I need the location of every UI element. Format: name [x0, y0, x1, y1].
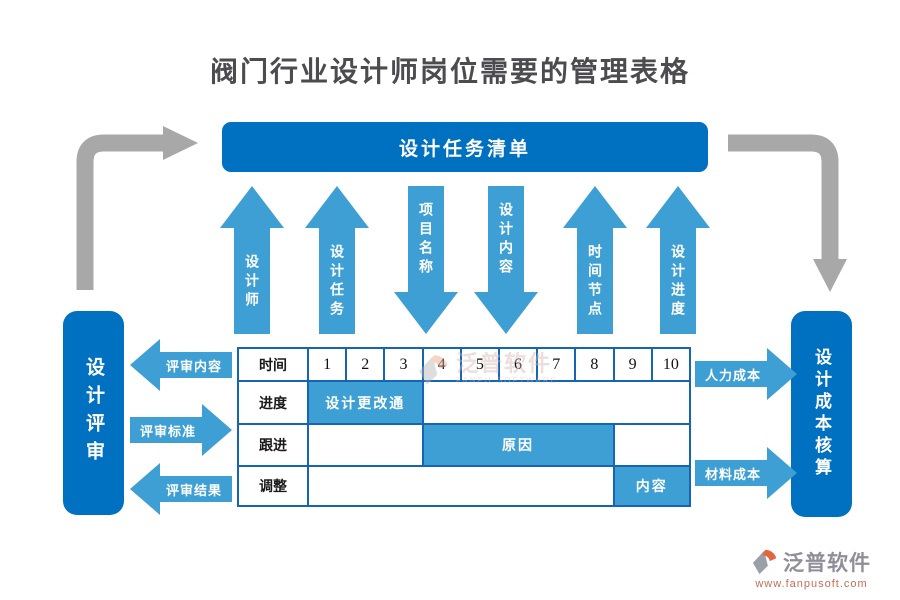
- elbow-arrow-right: [728, 134, 847, 292]
- highlight-cell-reason: 原因: [421, 423, 615, 467]
- flow-arrow-design-task: 设计任务: [305, 186, 369, 334]
- highlight-cell-content: 内容: [612, 465, 691, 507]
- arrow-label: 评审结果: [165, 482, 222, 498]
- review-result-arrow: 评审结果: [130, 463, 232, 515]
- time-column-header: 8: [574, 347, 615, 382]
- up-arrow-icon: [563, 186, 627, 334]
- review-content-arrow: 评审内容: [130, 339, 232, 391]
- down-arrow-icon: [394, 186, 458, 334]
- up-arrow-icon: [646, 186, 710, 334]
- fanpu-logo-icon: [752, 549, 777, 575]
- arrow-label: 人力成本: [704, 367, 761, 383]
- footer-logo-url: www.fanpusoft.com: [755, 578, 868, 590]
- design-cost-accounting-panel: 设计成本核算: [791, 311, 852, 517]
- watermark-text: 泛普软件: [456, 351, 553, 376]
- time-column-header: 3: [383, 347, 424, 382]
- time-column-header: 2: [345, 347, 386, 382]
- footer-logo: 泛普软件 www.fanpusoft.com: [752, 547, 871, 590]
- flow-arrow-label: 设计内容: [498, 202, 514, 278]
- left-arrow-icon: [130, 339, 232, 391]
- table-row-follow-up: 跟进 原因: [237, 423, 691, 467]
- up-arrow-icon: [220, 186, 284, 334]
- time-column-header: 4: [421, 347, 462, 382]
- row-label: 调整: [237, 465, 309, 507]
- material-cost-arrow: 材料成本: [695, 447, 797, 499]
- review-standard-arrow: 评审标准: [130, 404, 232, 456]
- right-arrow-icon: [695, 447, 797, 499]
- labor-cost-arrow: 人力成本: [695, 348, 797, 400]
- empty-cell: [421, 380, 692, 425]
- time-column-header: 7: [536, 347, 577, 382]
- flow-arrow-label: 设计进度: [670, 244, 686, 320]
- flow-arrow-label: 项目名称: [418, 202, 434, 278]
- flow-arrow-designer: 设计师: [220, 186, 284, 334]
- time-column-header: 6: [497, 347, 539, 382]
- row-label: 进度: [237, 380, 309, 425]
- table-corner-cell: 时间: [237, 347, 309, 382]
- design-task-list-banner: 设计任务清单: [222, 122, 708, 172]
- footer-logo-text: 泛普软件: [783, 552, 871, 575]
- watermark-subtext: FANPU SOFTWARE: [456, 376, 558, 385]
- right-arrow-icon: [695, 348, 797, 400]
- table-row-progress: 进度 设计更改通: [237, 380, 692, 425]
- flow-arrow-design-content: 设计内容: [474, 186, 538, 334]
- flow-arrow-label: 时间节点: [587, 244, 603, 320]
- flow-arrow-label: 设计任务: [329, 244, 345, 320]
- table-row-adjust: 调整 内容: [237, 465, 691, 507]
- highlight-cell-design-change: 设计更改通: [307, 380, 424, 425]
- elbow-arrow-left: [76, 126, 198, 290]
- empty-cell: [612, 423, 691, 467]
- time-column-header: 10: [650, 347, 692, 382]
- flow-arrow-project-name: 项目名称: [394, 186, 458, 334]
- arrow-label: 评审内容: [165, 358, 222, 374]
- flow-arrow-time-node: 时间节点: [563, 186, 627, 334]
- fanpu-logo-icon: [419, 355, 448, 385]
- time-column-header: 5: [459, 347, 500, 382]
- flow-arrow-design-progress: 设计进度: [646, 186, 710, 334]
- empty-cell: [307, 423, 424, 467]
- table-header-row: 时间 1 2 3 4 5 6 7 8 9 10: [237, 347, 692, 382]
- down-arrow-icon: [474, 186, 538, 334]
- banner-label: 设计任务清单: [398, 138, 531, 160]
- watermark: 泛普软件 FANPU SOFTWARE: [418, 352, 558, 388]
- schedule-table: 时间 1 2 3 4 5 6 7 8 9 10 进度 设计更改通 跟进 原因: [237, 347, 692, 507]
- flow-arrow-label: 设计师: [244, 253, 260, 311]
- panel-label: 设计评审: [83, 357, 104, 469]
- left-arrow-icon: [130, 463, 232, 515]
- panel-label: 设计成本核算: [812, 348, 831, 480]
- up-arrow-icon: [305, 186, 369, 334]
- design-review-panel: 设计评审: [63, 311, 124, 515]
- empty-cell: [307, 465, 615, 507]
- row-label: 跟进: [237, 423, 309, 467]
- arrow-label: 评审标准: [139, 423, 196, 439]
- page-title: 阀门行业设计师岗位需要的管理表格: [209, 56, 690, 87]
- right-arrow-icon: [130, 404, 232, 456]
- time-column-header: 1: [306, 347, 348, 382]
- arrow-label: 材料成本: [704, 466, 761, 482]
- time-column-header: 9: [612, 347, 653, 382]
